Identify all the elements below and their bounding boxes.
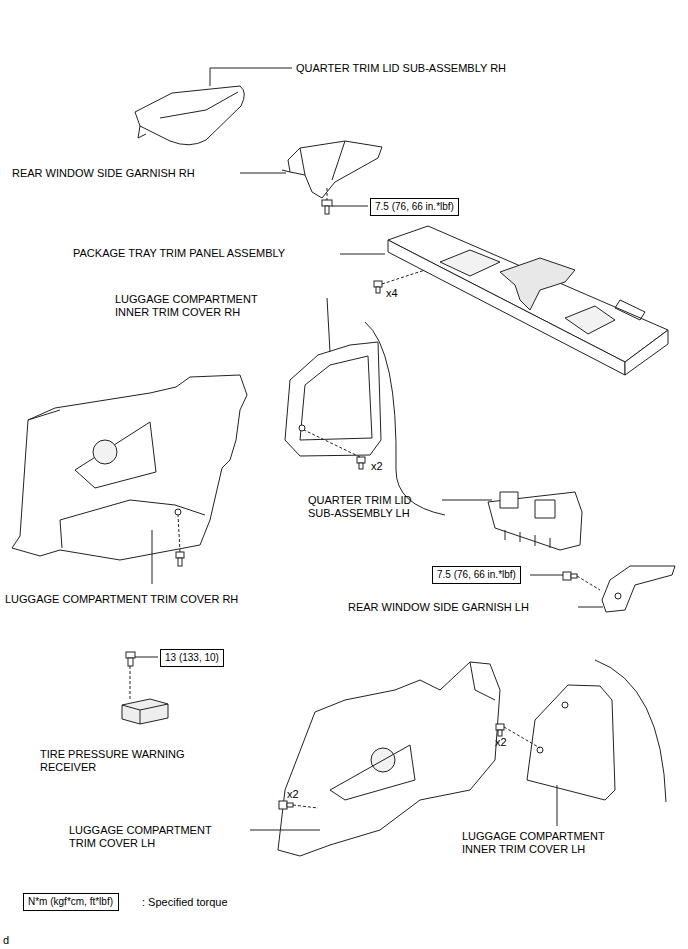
part-name: QUARTER TRIM LID SUB-ASSEMBLY RH: [296, 62, 506, 75]
torque-box: 13 (133, 10): [160, 649, 224, 667]
trim-cover-rh: [12, 375, 247, 560]
package-tray-trim-panel: [388, 226, 668, 362]
inner-trim-cover-lh: [527, 685, 615, 800]
part-name: TIRE PRESSURE WARNING RECEIVER: [40, 748, 212, 774]
part-name: LUGGAGE COMPARTMENT INNER TRIM COVER LH: [462, 830, 627, 856]
torque-value: 7.5 (76, 66 in.*lbf): [433, 567, 520, 583]
quarter-trim-lid-lh: [488, 492, 582, 550]
legend-note: : Specified torque: [142, 896, 228, 909]
torque-value: 13 (133, 10): [161, 650, 223, 666]
quantity: x2: [287, 788, 299, 801]
torque-box: N*m (kgf*cm, ft*lbf): [23, 893, 119, 911]
quarter-trim-lid-rh: [135, 86, 244, 145]
trim-cover-lh: [278, 662, 500, 856]
torque-value: N*m (kgf*cm, ft*lbf): [24, 894, 118, 910]
torque-box: 7.5 (76, 66 in.*lbf): [432, 566, 521, 584]
torque-box: 7.5 (76, 66 in.*lbf): [370, 198, 459, 216]
torque-value: 7.5 (76, 66 in.*lbf): [371, 199, 458, 215]
part-name: LUGGAGE COMPARTMENT TRIM COVER RH: [5, 593, 238, 606]
part-name: REAR WINDOW SIDE GARNISH RH: [12, 167, 195, 180]
inner-trim-cover-rh: [285, 342, 381, 456]
tire-pressure-receiver: [122, 699, 168, 724]
part-name: LUGGAGE COMPARTMENT TRIM COVER LH: [69, 824, 234, 850]
part-name: REAR WINDOW SIDE GARNISH LH: [348, 601, 529, 614]
figure-mark: d: [3, 934, 9, 947]
quantity: x4: [386, 287, 398, 300]
part-name: LUGGAGE COMPARTMENT INNER TRIM COVER RH: [115, 293, 280, 319]
quantity: x2: [371, 460, 383, 473]
rear-window-side-garnish-lh: [602, 566, 675, 612]
part-name: PACKAGE TRAY TRIM PANEL ASSEMBLY: [73, 247, 285, 260]
quantity: x2: [495, 736, 507, 749]
part-name: QUARTER TRIM LID SUB-ASSEMBLY LH: [308, 494, 440, 520]
